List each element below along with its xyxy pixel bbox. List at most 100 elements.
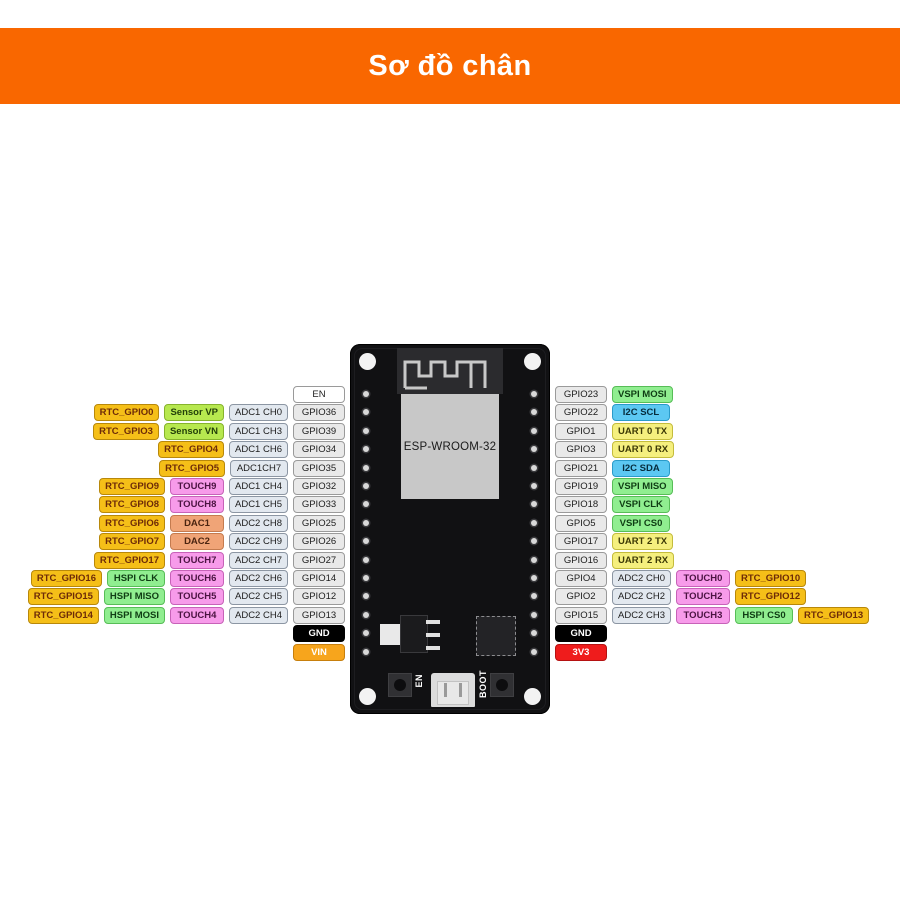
mount-hole-top-left bbox=[359, 353, 376, 370]
regulator-pin-1 bbox=[426, 620, 440, 624]
pin-pad-right bbox=[531, 427, 537, 434]
pin-label-rtc-gpio5: RTC_GPIO5 bbox=[159, 459, 225, 477]
pin-label-uart-0-rx: UART 0 RX bbox=[612, 441, 675, 459]
pin-label-gpio32: GPIO32 bbox=[293, 478, 345, 495]
pin-label-adc2-ch8: ADC2 CH8 bbox=[229, 514, 288, 532]
pin-pad-left bbox=[363, 648, 369, 655]
module-label: ESP-WROOM-32 bbox=[403, 440, 497, 453]
pin-pad-left bbox=[363, 446, 369, 453]
pin-row-left: EN bbox=[293, 386, 345, 403]
pin-label-gpio19: GPIO19 bbox=[555, 478, 607, 495]
pin-pad-right bbox=[531, 593, 537, 600]
pin-pad-left bbox=[363, 501, 369, 508]
pin-label-hspi-mosi: HSPI MOSI bbox=[103, 606, 165, 624]
pin-pad-right bbox=[531, 575, 537, 581]
pin-pad-right bbox=[531, 391, 537, 397]
pin-label-gpio12: GPIO12 bbox=[293, 588, 345, 606]
pin-pad-left bbox=[363, 464, 369, 471]
pin-label-rtc-gpio3: RTC_GPIO3 bbox=[93, 422, 159, 440]
pin-pad-left bbox=[363, 630, 369, 637]
pin-pad-right bbox=[531, 409, 537, 416]
pin-label-touch2: TOUCH2 bbox=[676, 588, 730, 606]
pin-pad-right bbox=[531, 556, 537, 563]
esp-wroom-32-module: ESP-WROOM-32 bbox=[401, 394, 499, 499]
mount-hole-bottom-right bbox=[524, 688, 541, 705]
pin-label-adc1-ch4: ADC1 CH4 bbox=[229, 478, 288, 495]
pin-label-uart-2-rx: UART 2 RX bbox=[612, 551, 675, 569]
pin-label-gnd: GND bbox=[555, 625, 607, 643]
pin-label-vspi-mosi: VSPI MOSI bbox=[612, 386, 673, 403]
boot-button[interactable] bbox=[490, 673, 514, 697]
pin-label-gpio21: GPIO21 bbox=[555, 459, 607, 477]
pin-pad-right bbox=[531, 446, 537, 453]
pin-label-rtc-gpio15: RTC_GPIO15 bbox=[27, 588, 99, 606]
pin-row-right: GPIO16 UART 2 RX bbox=[555, 551, 675, 569]
pin-label-adc2-ch7: ADC2 CH7 bbox=[229, 551, 288, 569]
pin-label-rtc-gpio9: RTC_GPIO9 bbox=[99, 478, 165, 495]
en-button-label: EN bbox=[414, 674, 424, 688]
pin-row-right: GND bbox=[555, 625, 607, 643]
pin-label-gpio23: GPIO23 bbox=[555, 386, 607, 403]
pin-pad-right bbox=[531, 648, 537, 655]
pin-label-adc2-ch0: ADC2 CH0 bbox=[612, 570, 671, 587]
pin-label-vspi-miso: VSPI MISO bbox=[612, 478, 673, 495]
pin-label-rtc-gpio17: RTC_GPIO17 bbox=[93, 551, 165, 569]
pin-label-rtc-gpio10: RTC_GPIO10 bbox=[735, 570, 807, 587]
pin-label-adc2-ch2: ADC2 CH2 bbox=[612, 588, 671, 606]
pin-row-right: 3V3 bbox=[555, 643, 607, 661]
voltage-regulator bbox=[400, 615, 428, 653]
pin-pad-left bbox=[363, 391, 369, 397]
page-title: Sơ đồ chân bbox=[368, 49, 532, 82]
pin-label-gpio26: GPIO26 bbox=[293, 533, 345, 551]
pin-label-touch6: TOUCH6 bbox=[170, 570, 224, 587]
usb-pin-right bbox=[459, 683, 462, 697]
pin-label-hspi-miso: HSPI MISO bbox=[103, 588, 165, 606]
pin-row-left: RTC_GPIO9 TOUCH9 ADC1 CH4 GPIO32 bbox=[99, 478, 345, 495]
pin-label-dac1: DAC1 bbox=[170, 514, 224, 532]
esp32-devkit-board: ESP-WROOM-32 EN BOOT bbox=[350, 344, 550, 714]
pin-label-rtc-gpio16: RTC_GPIO16 bbox=[30, 570, 102, 587]
boot-button-label: BOOT bbox=[478, 670, 488, 698]
en-button-cap bbox=[394, 679, 406, 691]
pcb-antenna bbox=[397, 348, 503, 394]
pin-pad-left bbox=[363, 519, 369, 526]
pin-pad-left bbox=[363, 427, 369, 434]
pin-label-rtc-gpio6: RTC_GPIO6 bbox=[99, 514, 165, 532]
pin-label-gnd: GND bbox=[293, 625, 345, 643]
pin-label-adc2-ch5: ADC2 CH5 bbox=[229, 588, 288, 606]
antenna-trace-icon bbox=[403, 360, 487, 390]
pin-label-gpio22: GPIO22 bbox=[555, 404, 607, 422]
pin-label-gpio17: GPIO17 bbox=[555, 533, 607, 551]
pin-label-gpio2: GPIO2 bbox=[555, 588, 607, 606]
pin-label-3v3: 3V3 bbox=[555, 643, 607, 661]
pin-label-adc2-ch9: ADC2 CH9 bbox=[229, 533, 288, 551]
pin-label-touch9: TOUCH9 bbox=[170, 478, 224, 495]
regulator-tab bbox=[380, 624, 400, 645]
pin-label-rtc-gpio12: RTC_GPIO12 bbox=[735, 588, 807, 606]
pin-pad-right bbox=[531, 483, 537, 489]
pin-row-right: GPIO2 ADC2 CH2 TOUCH2 RTC_GPIO12 bbox=[555, 588, 807, 606]
en-button[interactable] bbox=[388, 673, 412, 697]
pin-label-gpio16: GPIO16 bbox=[555, 551, 607, 569]
pin-label-rtc-gpio13: RTC_GPIO13 bbox=[798, 606, 870, 624]
pin-label-sensor-vp: Sensor VP bbox=[164, 404, 224, 422]
pin-label-gpio36: GPIO36 bbox=[293, 404, 345, 422]
pin-pad-right bbox=[531, 611, 537, 618]
pin-label-gpio33: GPIO33 bbox=[293, 496, 345, 514]
pin-label-touch4: TOUCH4 bbox=[170, 606, 224, 624]
pin-pad-right bbox=[531, 538, 537, 545]
micro-usb-connector[interactable] bbox=[431, 673, 475, 707]
